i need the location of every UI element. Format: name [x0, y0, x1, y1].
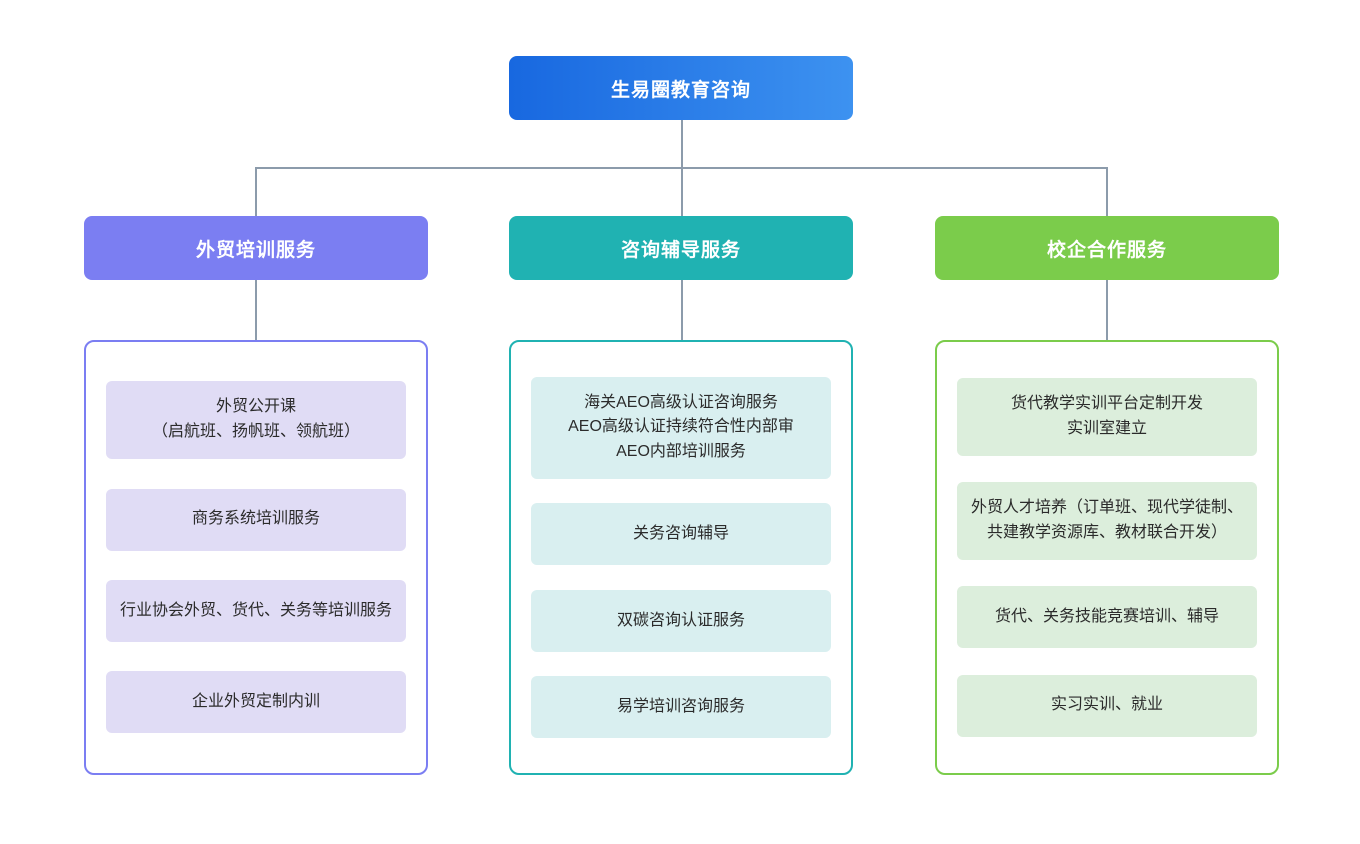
branch-header-zixun-fudao[interactable]: 咨询辅导服务 — [509, 216, 853, 280]
item-card[interactable]: 海关AEO高级认证咨询服务 AEO高级认证持续符合性内部审 AEO内部培训服务 — [531, 376, 831, 479]
branch-body-xiaoqi-hezuo: 货代教学实训平台定制开发 实训室建立 外贸人才培养（订单班、现代学徒制、共建教学… — [935, 340, 1279, 775]
item-card[interactable]: 实习实训、就业 — [957, 674, 1257, 737]
item-card[interactable]: 外贸公开课 （启航班、扬帆班、领航班） — [106, 381, 406, 460]
connector-root-stem — [681, 120, 683, 168]
connector-stem-branch-2 — [681, 280, 683, 340]
root-node[interactable]: 生易圈教育咨询 — [509, 56, 853, 120]
connector-stem-branch-1 — [255, 280, 257, 340]
branch-body-waimao-peixun: 外贸公开课 （启航班、扬帆班、领航班） 商务系统培训服务 行业协会外贸、货代、关… — [84, 340, 428, 775]
branch-header-waimao-peixun[interactable]: 外贸培训服务 — [84, 216, 428, 280]
branch-header-xiaoqi-hezuo[interactable]: 校企合作服务 — [935, 216, 1279, 280]
item-card[interactable]: 行业协会外贸、货代、关务等培训服务 — [106, 580, 406, 642]
item-card[interactable]: 易学培训咨询服务 — [531, 676, 831, 739]
connector-drop-branch-2 — [681, 167, 683, 216]
item-card[interactable]: 双碳咨询认证服务 — [531, 589, 831, 652]
item-card[interactable]: 外贸人才培养（订单班、现代学徒制、共建教学资源库、教材联合开发） — [957, 482, 1257, 560]
branch-body-zixun-fudao: 海关AEO高级认证咨询服务 AEO高级认证持续符合性内部审 AEO内部培训服务 … — [509, 340, 853, 775]
item-card[interactable]: 商务系统培训服务 — [106, 488, 406, 551]
item-card[interactable]: 企业外贸定制内训 — [106, 671, 406, 734]
item-card[interactable]: 货代教学实训平台定制开发 实训室建立 — [957, 378, 1257, 456]
item-card[interactable]: 货代、关务技能竞赛培训、辅导 — [957, 586, 1257, 649]
connector-stem-branch-3 — [1106, 280, 1108, 340]
connector-drop-branch-1 — [255, 167, 257, 216]
connector-drop-branch-3 — [1106, 167, 1108, 216]
item-card[interactable]: 关务咨询辅导 — [531, 503, 831, 566]
